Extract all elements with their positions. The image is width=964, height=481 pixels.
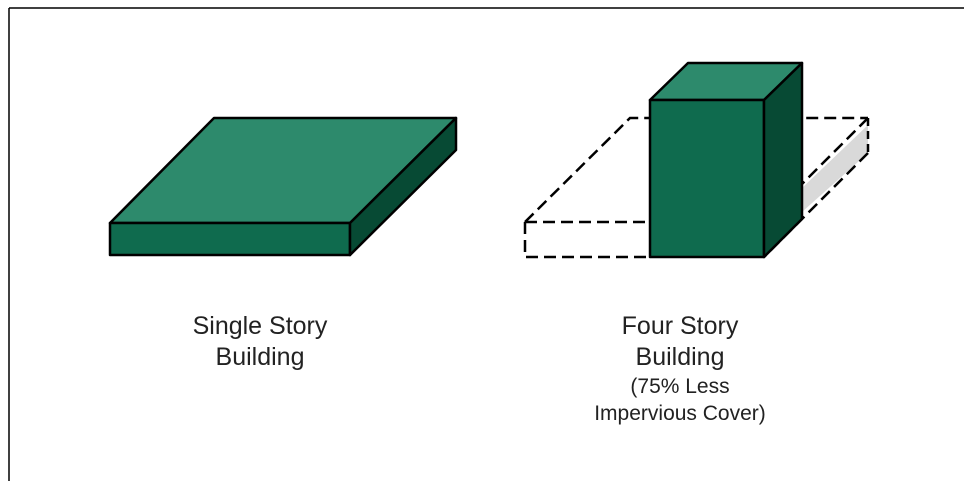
single-story-building-shape [108,116,458,257]
four-story-label-line1: Four Story [621,312,739,340]
single-story-label-line1: Single Story [192,312,328,340]
four-story-note-line2: Impervious Cover) [594,402,766,425]
single-story-label: Single Story Building [120,311,400,373]
four-story-front-face [648,98,766,259]
single-story-side-face [348,116,458,257]
footprint-right-edge [763,152,869,258]
four-story-label-line2: Building [635,343,725,371]
footprint-side-shading [802,125,868,212]
single-story-label-line2: Building [215,343,305,371]
four-story-label: Four Story Building (75% Less Impervious… [540,311,820,427]
single-story-front-face [108,221,352,257]
four-story-note-line1: (75% Less [630,375,730,398]
four-story-side-face [762,61,804,259]
four-story-building-shape [648,61,804,259]
footprint-top-right-edge [801,117,869,185]
footprint-front-edge [523,222,650,259]
